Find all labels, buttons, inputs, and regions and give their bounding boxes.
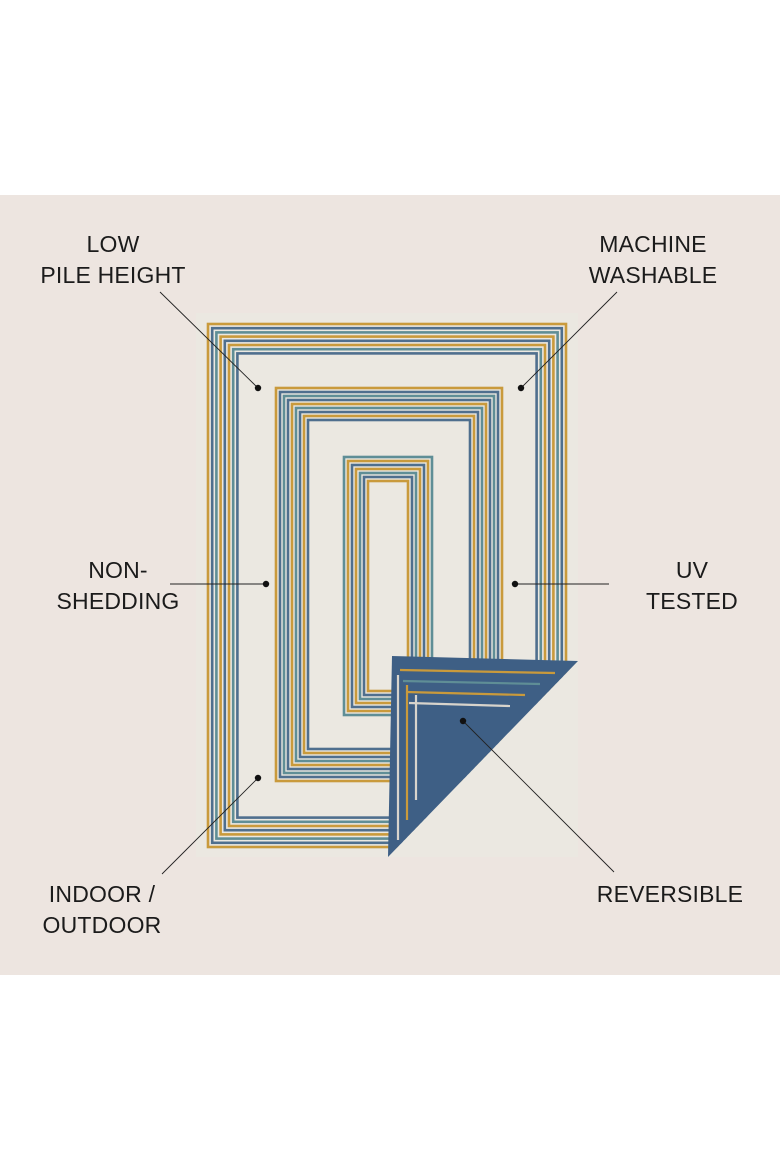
stripe bbox=[223, 339, 551, 832]
stripe bbox=[405, 690, 526, 697]
leader-indoor-outdoor bbox=[161, 777, 259, 875]
stripe bbox=[274, 386, 504, 783]
stripe bbox=[399, 668, 556, 675]
rug-folded-corner bbox=[388, 656, 578, 857]
stripe bbox=[278, 390, 500, 779]
leader-low-pile-height bbox=[159, 291, 259, 389]
folded-corner-stripes bbox=[396, 668, 556, 840]
stripe bbox=[282, 394, 496, 775]
leader-non-shedding-dot bbox=[262, 580, 270, 588]
stripe bbox=[290, 402, 488, 767]
stripe bbox=[206, 322, 568, 849]
stripe bbox=[236, 352, 538, 819]
stripe bbox=[306, 418, 472, 751]
stripe bbox=[408, 701, 511, 708]
stripe bbox=[210, 326, 564, 845]
stripe bbox=[366, 479, 410, 693]
stripe bbox=[402, 679, 541, 686]
stripe bbox=[286, 398, 492, 771]
stripe bbox=[342, 455, 434, 717]
feature-label-reversible: REVERSIBLE bbox=[596, 881, 744, 907]
stripe bbox=[350, 463, 426, 709]
stripe bbox=[231, 347, 543, 824]
stripe bbox=[227, 343, 547, 828]
feature-label-non-shedding: NON-SHEDDING bbox=[56, 557, 180, 614]
stripe bbox=[346, 459, 430, 713]
stripe bbox=[294, 406, 484, 763]
stripe bbox=[302, 414, 476, 755]
rug-stripes bbox=[206, 322, 568, 849]
leader-reversible bbox=[462, 720, 615, 873]
rug-body bbox=[196, 313, 578, 857]
leader-machine-washable-dot bbox=[517, 384, 525, 392]
stripe bbox=[215, 331, 559, 840]
stripe bbox=[298, 410, 480, 759]
leader-low-pile-height-dot bbox=[254, 384, 262, 392]
stripe bbox=[354, 467, 422, 705]
rug-illustration bbox=[159, 291, 618, 875]
leader-uv-tested-dot bbox=[511, 580, 519, 588]
leader-reversible-dot bbox=[459, 717, 467, 725]
leader-machine-washable bbox=[520, 291, 618, 389]
stripe bbox=[362, 475, 414, 697]
stripe bbox=[219, 335, 555, 836]
stripe bbox=[358, 471, 418, 701]
leader-indoor-outdoor-dot bbox=[254, 774, 262, 782]
feature-label-indoor-outdoor: INDOOR /OUTDOOR bbox=[42, 881, 162, 938]
